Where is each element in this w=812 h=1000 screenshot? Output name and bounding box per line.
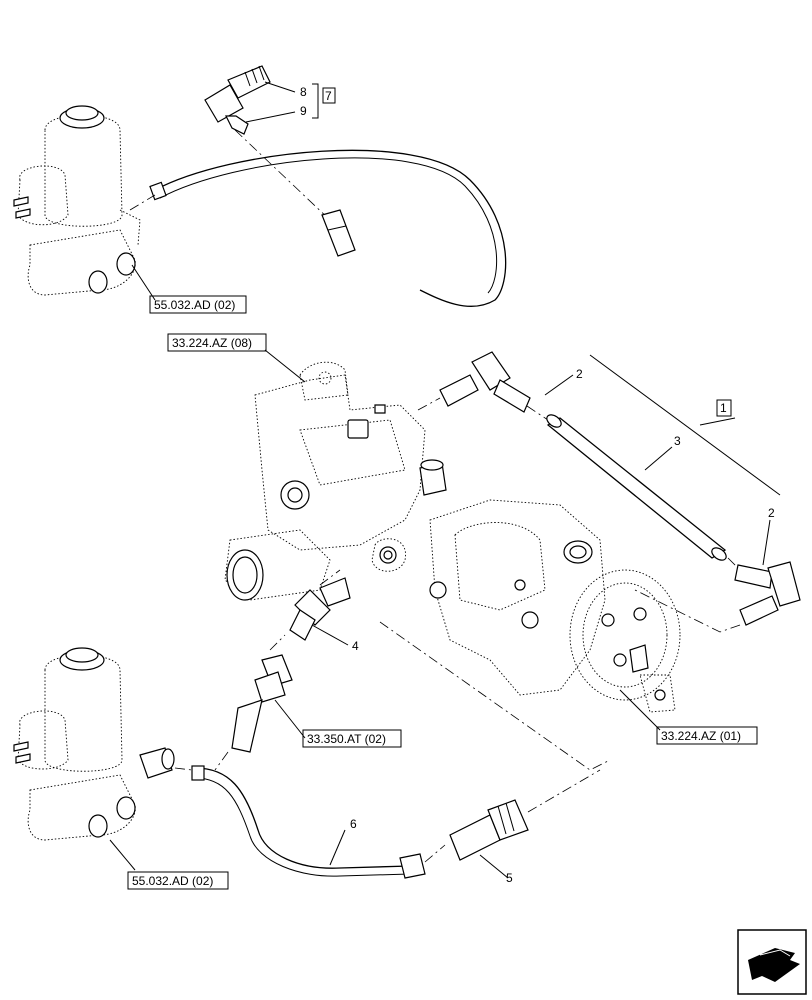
ref-box-pump[interactable]: 33.224.AZ (01) <box>656 726 758 745</box>
leader-5 <box>479 854 509 879</box>
callout-3: 3 <box>674 434 681 448</box>
callout-7: 7 <box>325 89 332 103</box>
control-block <box>224 361 447 601</box>
ref-pump[interactable]: 33.224.AZ (01) <box>661 729 741 743</box>
leader-2a <box>544 374 574 396</box>
angled-fitting <box>289 569 351 641</box>
ref-block[interactable]: 33.224.AZ (08) <box>172 336 252 350</box>
callout-9: 9 <box>300 104 307 118</box>
leader-valve-bottom <box>109 839 136 871</box>
pipe-assembly <box>379 351 801 771</box>
ref-box-block[interactable]: 33.224.AZ (08) <box>167 333 267 352</box>
ref-box-valve-bottom[interactable]: 55.032.AD (02) <box>127 871 229 890</box>
pressure-sensor <box>214 634 293 771</box>
leader-block <box>264 349 306 383</box>
leader-2b <box>762 519 771 566</box>
leader-6 <box>329 829 346 866</box>
callout-8: 8 <box>300 85 307 99</box>
ref-valve-bottom[interactable]: 55.032.AD (02) <box>132 874 213 888</box>
callout-1: 1 <box>720 401 727 415</box>
hose-fitting <box>449 769 601 861</box>
bracket-item-1 <box>589 354 781 496</box>
leader-valve-top <box>131 264 156 301</box>
callout-2-upper: 2 <box>576 367 583 381</box>
hydraulic-pump <box>429 499 681 713</box>
ref-box-valve-top[interactable]: 55.032.AD (02) <box>149 295 247 314</box>
solenoid-valve-top <box>13 105 141 296</box>
arrow-icon[interactable] <box>737 929 807 995</box>
solenoid-valve-bottom <box>13 647 175 841</box>
leader-3 <box>644 446 673 471</box>
hose-top <box>129 149 507 307</box>
callout-4: 4 <box>352 639 359 653</box>
connector-top <box>204 65 356 257</box>
ref-valve-top[interactable]: 55.032.AD (02) <box>154 298 235 312</box>
hose-bottom <box>174 765 446 879</box>
leader-pump <box>619 689 661 731</box>
callout-2-lower: 2 <box>768 506 775 520</box>
ref-box-sensor[interactable]: 33.350.AT (02) <box>302 729 402 748</box>
callout-5: 5 <box>506 871 513 885</box>
ref-sensor[interactable]: 33.350.AT (02) <box>307 732 386 746</box>
callout-8-9-group <box>245 81 336 123</box>
callout-box-1 <box>716 399 732 417</box>
leader-sensor <box>274 699 306 739</box>
leader-1 <box>699 417 736 426</box>
callout-6: 6 <box>350 817 357 831</box>
leader-4 <box>311 624 349 646</box>
